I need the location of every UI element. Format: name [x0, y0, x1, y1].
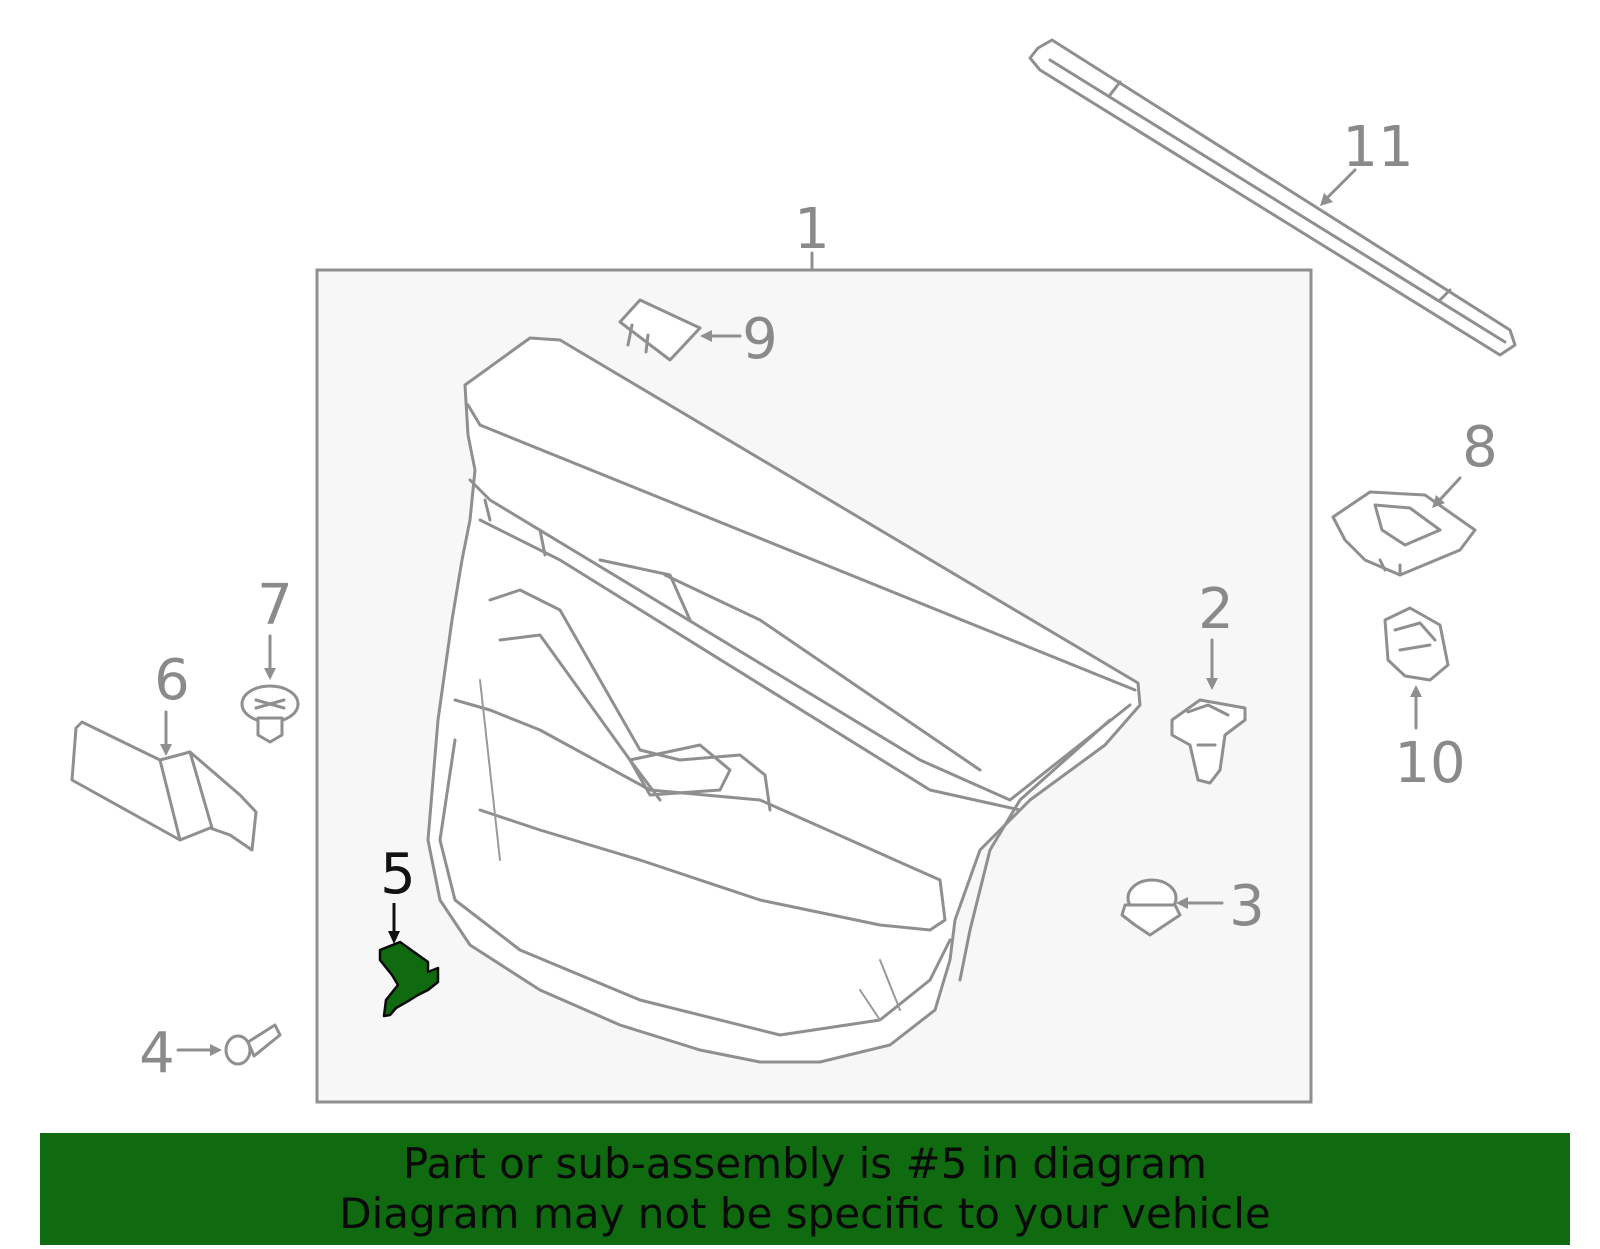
- callout-11-arrowhead: [1320, 193, 1333, 206]
- callout-10[interactable]: 10: [1394, 731, 1465, 796]
- callout-7-arrowhead: [264, 668, 276, 680]
- callout-10-arrowhead: [1410, 685, 1422, 697]
- banner-line-2: Diagram may not be specific to your vehi…: [339, 1189, 1271, 1238]
- part-2-retainer[interactable]: [1170, 698, 1247, 785]
- callout-8-leader: [1435, 476, 1462, 505]
- callout-4-arrowhead: [210, 1044, 222, 1056]
- part-5-highlighted-bracket[interactable]: [378, 940, 440, 1018]
- callout-7[interactable]: 7: [257, 573, 293, 638]
- callout-3[interactable]: 3: [1229, 874, 1265, 939]
- info-banner: Part or sub-assembly is #5 in diagram Di…: [40, 1133, 1570, 1245]
- part-8-switch-bezel[interactable]: [1331, 490, 1477, 577]
- part-6-bracket[interactable]: [70, 720, 258, 852]
- callout-11[interactable]: 11: [1342, 115, 1413, 180]
- callout-8-arrowhead: [1432, 495, 1445, 508]
- callout-2[interactable]: 2: [1198, 577, 1234, 642]
- callout-11-leader: [1323, 168, 1357, 202]
- callout-9[interactable]: 9: [742, 307, 778, 372]
- part-7-grommet[interactable]: [240, 684, 300, 744]
- callout-8[interactable]: 8: [1462, 415, 1498, 480]
- callout-1[interactable]: 1: [794, 197, 830, 262]
- part-10-window-switch[interactable]: [1383, 606, 1450, 682]
- part-11-weatherstrip[interactable]: [1028, 38, 1517, 357]
- callout-2-arrowhead: [1206, 678, 1218, 690]
- banner-line-1: Part or sub-assembly is #5 in diagram: [402, 1139, 1208, 1188]
- callout-4[interactable]: 4: [139, 1021, 175, 1086]
- part-4-screw[interactable]: [224, 1023, 282, 1066]
- callout-3-arrowhead: [1176, 897, 1188, 909]
- callout-9-arrowhead: [700, 330, 712, 342]
- callout-5[interactable]: 5: [380, 842, 416, 907]
- callout-5-arrowhead: [388, 931, 400, 944]
- part-3-push-clip[interactable]: [1120, 878, 1182, 937]
- door-trim-panel[interactable]: [426, 336, 1142, 1064]
- callout-6[interactable]: 6: [154, 648, 190, 713]
- callout-6-arrowhead: [160, 744, 172, 756]
- part-9-cap[interactable]: [618, 298, 702, 362]
